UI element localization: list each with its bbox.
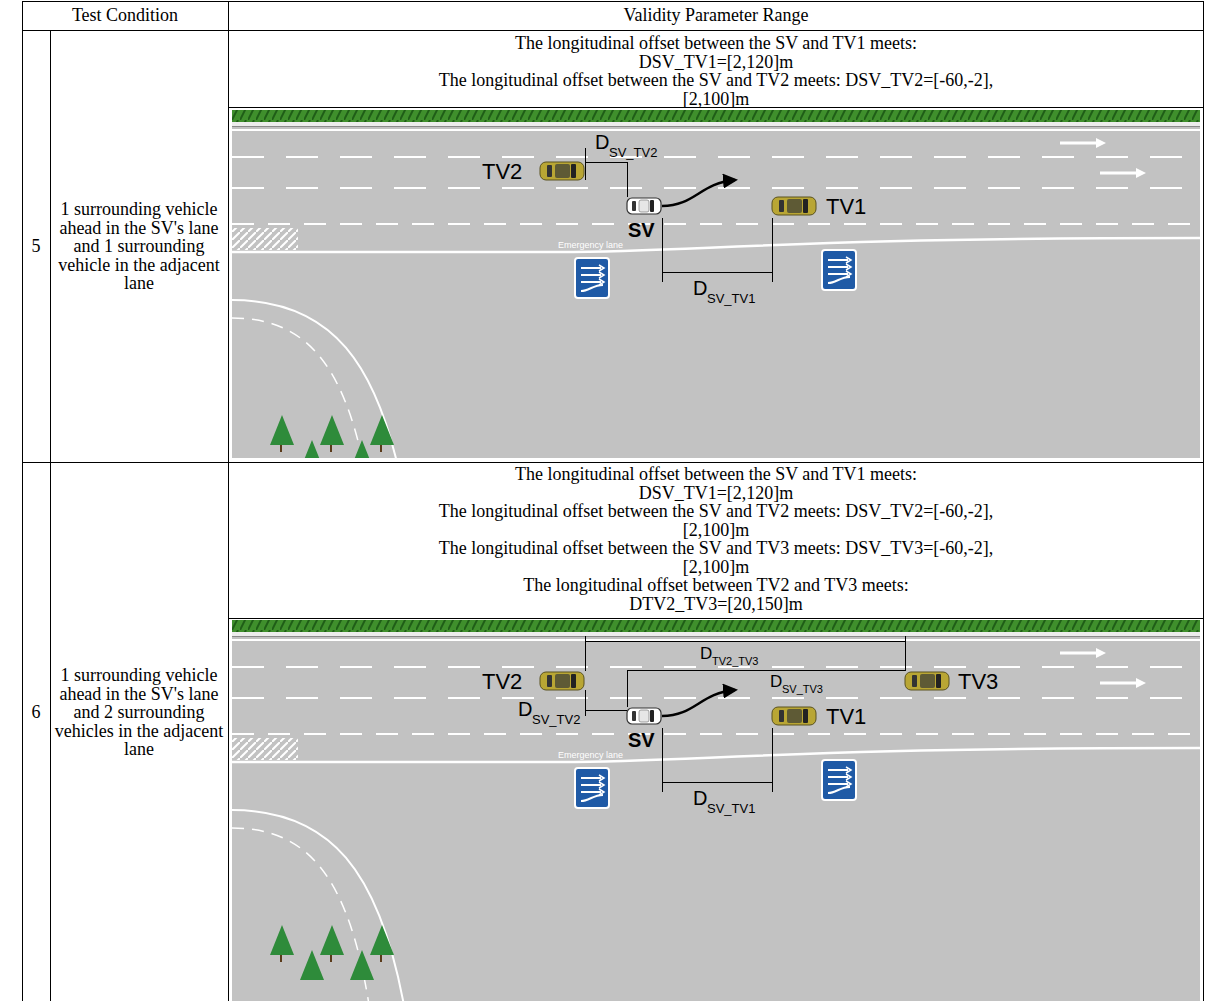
vehicle-label: SV: [628, 729, 655, 751]
validity-range: The longitudinal offset between TV2 and …: [481, 576, 951, 613]
road-scene: [232, 620, 1200, 1001]
distance-label: D: [770, 673, 782, 691]
vehicle-label: TV2: [482, 670, 522, 694]
row-number: 5: [22, 237, 50, 256]
validity-range: The longitudinal offset between the SV a…: [481, 465, 951, 502]
table-header: Validity Parameter Range: [228, 6, 1204, 25]
lane-label: Emergency lane: [558, 750, 623, 761]
distance-subscript: SV_TV3: [782, 683, 823, 696]
vehicle-label: SV: [628, 219, 655, 241]
distance-label: D: [518, 698, 532, 720]
distance-subscript: SV_TV1: [707, 801, 755, 816]
distance-subscript: SV_TV1: [707, 291, 755, 306]
distance-subscript: SV_TV2: [532, 712, 580, 727]
vehicle-label: TV1: [826, 705, 866, 729]
vehicle-label: TV1: [826, 195, 866, 219]
distance-label: D: [595, 131, 609, 153]
lane-label: Emergency lane: [558, 240, 623, 251]
vehicle-label: TV3: [958, 670, 998, 694]
validity-range: The longitudinal offset between the SV a…: [481, 34, 951, 71]
table-header: Test Condition: [22, 6, 228, 25]
distance-subscript: TV2_TV3: [712, 655, 758, 668]
vehicle-label: TV2: [482, 160, 522, 184]
distance-label: D: [693, 277, 707, 299]
road-scene: [232, 110, 1200, 458]
distance-label: D: [693, 787, 707, 809]
distance-label: D: [700, 645, 712, 663]
test-condition: 1 surrounding vehicle ahead in the SV's …: [50, 200, 228, 293]
validity-range: The longitudinal offset between the SV a…: [406, 502, 1026, 539]
distance-subscript: SV_TV2: [609, 145, 657, 160]
validity-range: The longitudinal offset between the SV a…: [406, 71, 1026, 108]
validity-range: The longitudinal offset between the SV a…: [406, 539, 1026, 576]
row-number: 6: [22, 703, 50, 722]
test-condition: 1 surrounding vehicle ahead in the SV's …: [50, 666, 228, 759]
